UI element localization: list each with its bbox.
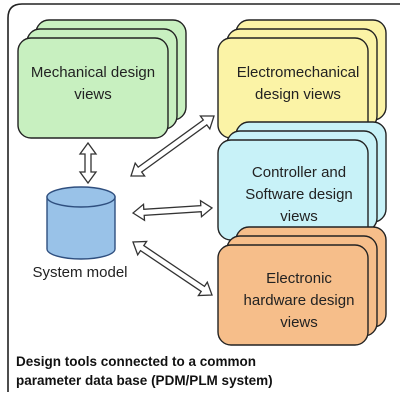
electromechanical-view-stack: [217, 19, 387, 139]
mechanical-design-views-label: Mechanical design views: [30, 64, 156, 103]
cylinder-body: [46, 196, 116, 260]
controller-software-design-views-label: Controller and Software design views: [245, 164, 353, 225]
mechanical-to-system-model-arrow: [78, 141, 98, 185]
system-model-to-electronic-hardware-arrow: [132, 240, 213, 297]
diagram-caption: Design tools connected to a common param…: [16, 354, 273, 388]
electronic-hardware-view-stack: [217, 226, 387, 346]
electronic-hardware-design-views-label: Electronic hardware design views: [243, 270, 355, 331]
system-model-label: System model: [32, 264, 128, 281]
system-model-to-controller-arrow: [131, 199, 214, 222]
system-model-to-electromechanical-arrow: [130, 115, 215, 177]
diagram-frame: [7, 3, 400, 392]
cylinder-top: [46, 186, 116, 208]
controller-software-view-stack: [217, 121, 387, 241]
electromechanical-design-views-label: Electromechanical design views: [236, 64, 360, 103]
mechanical-view-card: [17, 37, 169, 139]
mechanical-view-stack: [17, 19, 187, 139]
system-model-database-icon: [46, 186, 116, 260]
electronic-hardware-view-card: [217, 244, 369, 346]
